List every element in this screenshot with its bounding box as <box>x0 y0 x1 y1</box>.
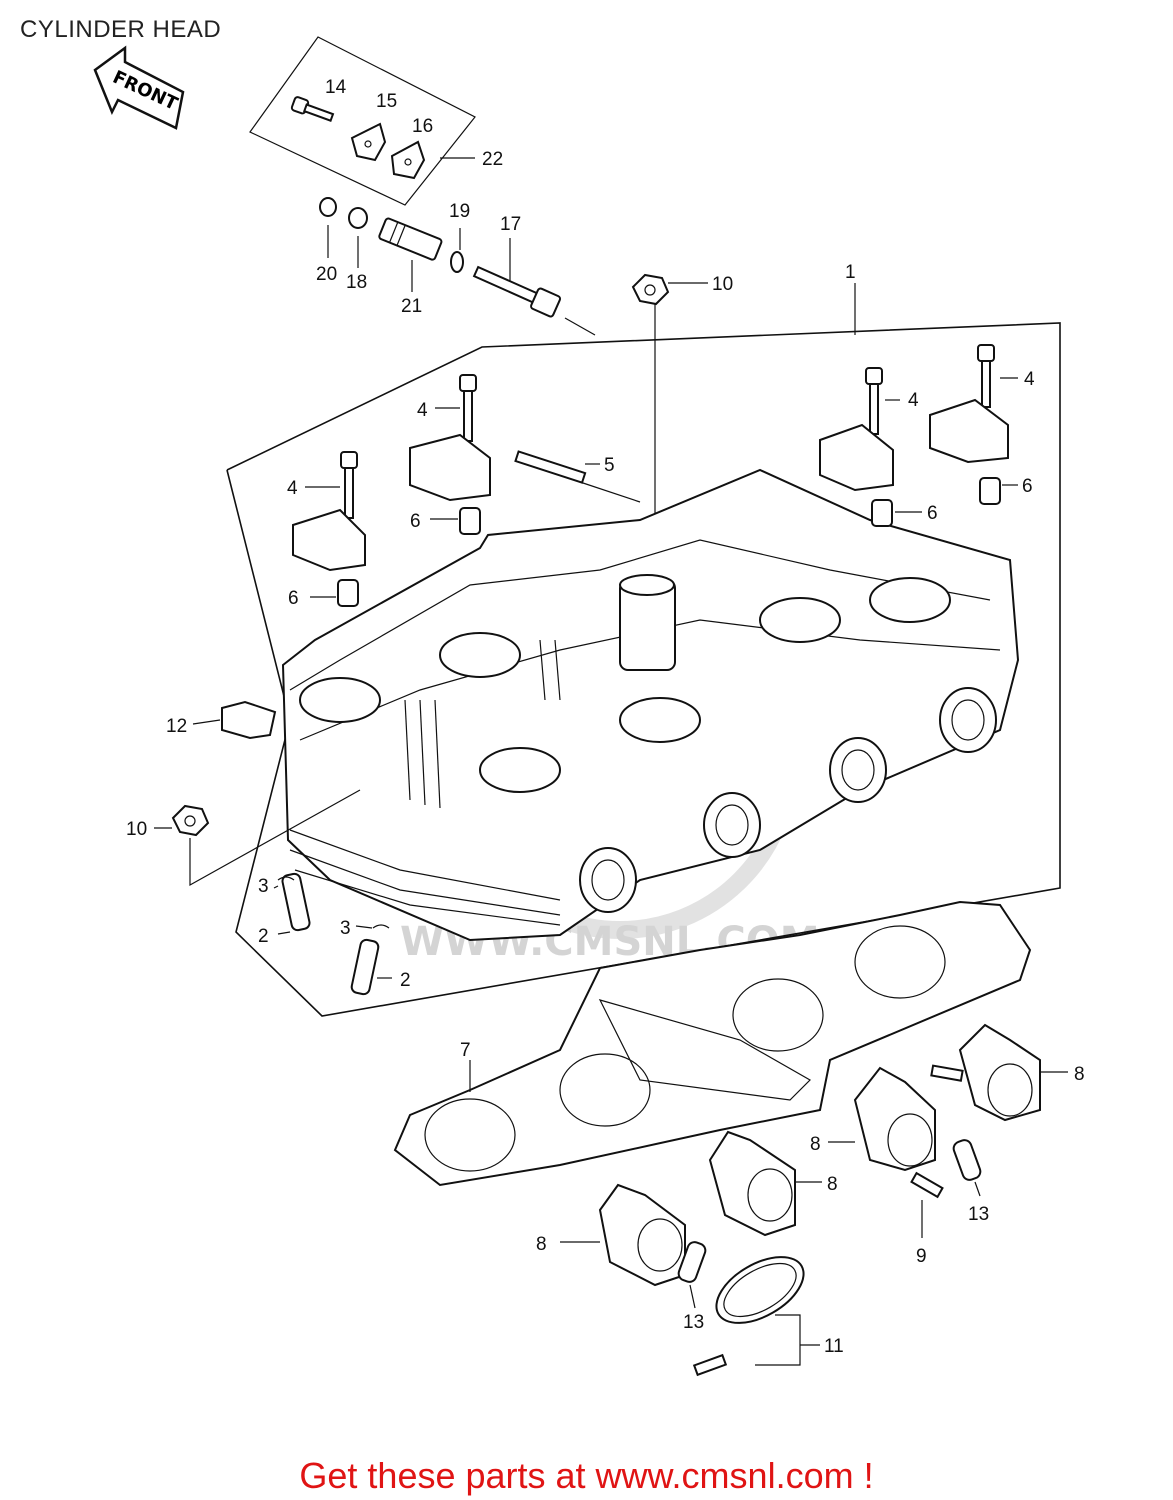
callout-2-upper: 2 <box>258 926 269 947</box>
callout-6-mid: 6 <box>410 511 421 532</box>
callout-4-mid: 4 <box>417 400 428 421</box>
callout-6-far-right: 6 <box>1022 476 1033 497</box>
callout-21: 21 <box>401 296 422 317</box>
callout-9: 9 <box>916 1246 927 1267</box>
cta-link[interactable]: Get these parts at www.cmsnl.com ! <box>299 1455 874 1496</box>
callout-10-top: 10 <box>712 274 733 295</box>
callout-5: 5 <box>604 455 615 476</box>
callout-7: 7 <box>460 1040 471 1061</box>
callout-6-right: 6 <box>927 503 938 524</box>
callout-labels: 1 2 2 3 3 4 4 4 4 5 6 6 6 6 7 8 8 8 8 9 … <box>126 77 1085 1357</box>
exploded-parts-diagram: WWW.CMSNL.COM FRONT <box>93 36 1085 1377</box>
callout-8-right: 8 <box>810 1134 821 1155</box>
callout-16: 16 <box>412 116 433 137</box>
cylinder-head-body <box>281 468 1020 942</box>
callout-3-lower: 3 <box>340 918 351 939</box>
nuts-and-clip <box>154 273 708 887</box>
valve-guides <box>273 872 392 996</box>
callout-8-far-right: 8 <box>1074 1064 1085 1085</box>
front-arrow-icon: FRONT <box>93 45 185 130</box>
oil-fitting-group <box>319 197 596 336</box>
callout-6-left: 6 <box>288 588 299 609</box>
callout-17: 17 <box>500 214 521 235</box>
callout-15: 15 <box>376 91 397 112</box>
callout-14: 14 <box>325 77 347 98</box>
callout-4-right: 4 <box>908 390 919 411</box>
cam-cap-parts <box>292 344 1018 607</box>
callout-8-left: 8 <box>536 1234 547 1255</box>
callout-12: 12 <box>166 716 187 737</box>
head-gasket <box>393 900 1032 1187</box>
callout-1: 1 <box>845 262 856 283</box>
callout-11: 11 <box>824 1336 844 1357</box>
callout-2-lower: 2 <box>400 970 411 991</box>
callout-19: 19 <box>449 201 470 222</box>
callout-3-upper: 3 <box>258 876 269 897</box>
bolt-kit-box <box>249 36 476 206</box>
page-title: CYLINDER HEAD <box>20 16 222 43</box>
callout-20: 20 <box>316 264 337 285</box>
callout-10-left: 10 <box>126 819 147 840</box>
callout-13-left: 13 <box>683 1312 704 1333</box>
callout-18: 18 <box>346 272 367 293</box>
intake-holders <box>560 1023 1068 1377</box>
callout-4-left: 4 <box>287 478 298 499</box>
callout-8-mid: 8 <box>827 1174 838 1195</box>
callout-4-far-right: 4 <box>1024 369 1035 390</box>
callout-13-right: 13 <box>968 1204 989 1225</box>
callout-22: 22 <box>482 149 503 170</box>
